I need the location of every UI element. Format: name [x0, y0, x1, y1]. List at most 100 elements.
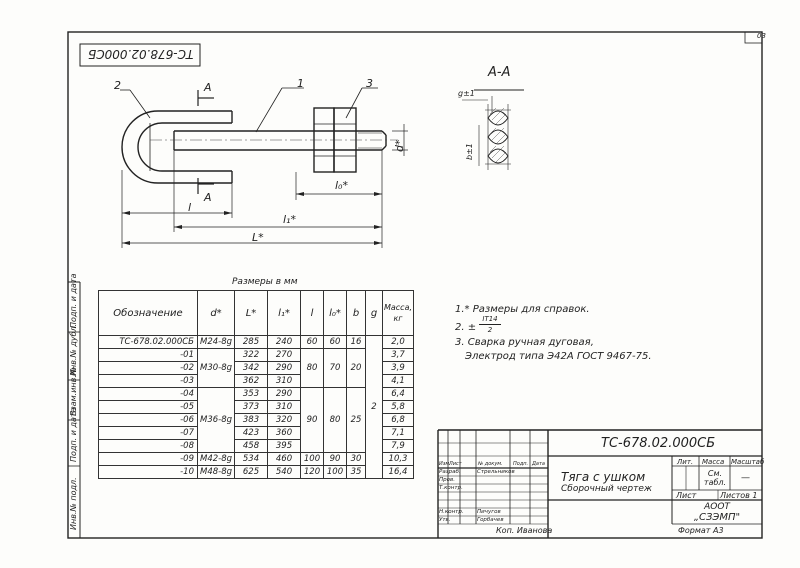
- cell-mass: 6,8: [382, 413, 414, 427]
- dim-d: d*: [393, 139, 406, 152]
- section-mark-bottom: А: [204, 191, 212, 204]
- strip-inv-podl: Инв.№ подл.: [69, 477, 78, 530]
- cell-L: 625: [234, 465, 268, 479]
- note-3: 3. Сварка ручная дуговая,: [455, 337, 594, 348]
- cell-designation: -02: [98, 361, 198, 375]
- cell-d: М42-8g: [197, 452, 235, 466]
- cell-l1: 290: [267, 361, 301, 375]
- cell-L: 362: [234, 374, 268, 388]
- cell-L: 373: [234, 400, 268, 414]
- cell-l1: 320: [267, 413, 301, 427]
- section-dim-g: g±1: [458, 89, 475, 98]
- mass-value: См. табл.: [703, 469, 727, 487]
- name-utv: Горбачев: [477, 517, 504, 523]
- cell-l: 60: [300, 335, 324, 349]
- cell-mass: 10,3: [382, 452, 414, 466]
- cell-L: 353: [234, 387, 268, 401]
- cell-designation: -09: [98, 452, 198, 466]
- th-l: l: [300, 290, 324, 336]
- cell-b: 25: [346, 387, 366, 453]
- cell-mass: 7,1: [382, 426, 414, 440]
- title-doc-type: Сборочный чертеж: [561, 484, 653, 494]
- th-g: g: [365, 290, 383, 336]
- sheets-label: Листов 1: [720, 491, 758, 500]
- cell-L: 342: [234, 361, 268, 375]
- th-L: L*: [234, 290, 268, 336]
- cell-b: 35: [346, 465, 366, 479]
- col-doc: № докум.: [478, 461, 503, 467]
- note-2-prefix: 2. ±: [455, 322, 477, 333]
- cell-l1: 270: [267, 348, 301, 362]
- name-razrab: Стрельников: [477, 469, 515, 475]
- spec-table: Обозначение d* L* l₁* l l₀* b g Масса, к…: [98, 290, 414, 479]
- org-line-2: „СЗЭМП": [693, 512, 741, 523]
- cell-designation: -07: [98, 426, 198, 440]
- copied-by: Коп. Иванова: [496, 526, 553, 535]
- table-row: ТС-678.02.000СБ М24-8g 285 240 60 60 16 …: [98, 335, 414, 479]
- cell-mass: 5,8: [382, 400, 414, 414]
- org-line-1: АООТ: [704, 502, 730, 512]
- dim-L: L*: [252, 231, 264, 244]
- table-row: -09 М42-8g 534 460 100 90 30 10,3: [98, 452, 414, 466]
- cell-l: 80: [300, 348, 324, 388]
- cell-l1: 360: [267, 426, 301, 440]
- cell-L: 322: [234, 348, 268, 362]
- cell-l0: 60: [323, 335, 347, 349]
- callout-2: 2: [114, 79, 121, 92]
- callout-3: 3: [366, 77, 373, 90]
- table-title: Размеры в мм: [232, 277, 298, 287]
- sheet-label: Лист: [676, 491, 697, 500]
- lit-label: Лит.: [677, 458, 694, 466]
- cell-designation: -08: [98, 439, 198, 453]
- cell-d: М36-8g: [197, 387, 235, 453]
- th-l1: l₁*: [267, 290, 301, 336]
- cell-d: М24-8g: [197, 335, 235, 349]
- scale-value: —: [741, 473, 750, 483]
- cell-mass: 3,7: [382, 348, 414, 362]
- cell-designation: -10: [98, 465, 198, 479]
- th-designation: Обозначение: [98, 290, 198, 336]
- cell-l0: 100: [323, 465, 347, 479]
- cell-b: 16: [346, 335, 366, 349]
- cell-mass: 2,0: [382, 335, 414, 349]
- dim-l: l: [188, 201, 192, 214]
- cell-mass: 3,9: [382, 361, 414, 375]
- cell-l0: 90: [323, 452, 347, 466]
- page-mark-box: [744, 31, 763, 44]
- title-code: ТС-678.02.000СБ: [601, 436, 716, 451]
- note-3b: Электрод типа Э42А ГОСТ 9467-75.: [465, 351, 652, 362]
- table-row: -02 342 290 3,9: [98, 361, 414, 375]
- frame-border: [67, 31, 763, 539]
- cell-g: 2: [365, 335, 383, 479]
- strip-inv-dubl: Инв.№ дубл.: [69, 323, 78, 376]
- cell-mass: 7,9: [382, 439, 414, 453]
- mass-label: Масса: [702, 458, 725, 466]
- rod-drawing: [121, 107, 387, 184]
- cell-mass: 16,4: [382, 465, 414, 479]
- cell-d: М30-8g: [197, 348, 235, 388]
- dim-l1: l₁*: [283, 213, 296, 226]
- col-date: Дата: [532, 461, 545, 467]
- cell-L: 285: [234, 335, 268, 349]
- cell-l: 120: [300, 465, 324, 479]
- cell-l0: 80: [323, 387, 347, 453]
- cell-designation: -04: [98, 387, 198, 401]
- section-view: [462, 89, 524, 170]
- table-row: -01 М30-8g 322 270 80 70 20 3,7: [98, 348, 414, 388]
- role-razrab: Разраб.: [439, 469, 461, 475]
- callout-1: 1: [297, 77, 304, 90]
- section-dim-b: b±1: [465, 143, 474, 160]
- role-prov: Пров.: [439, 477, 455, 483]
- cell-mass: 6,4: [382, 387, 414, 401]
- page-mark: 03: [757, 32, 766, 40]
- note-1: 1.* Размеры для справок.: [455, 304, 590, 315]
- col-list: Лист: [449, 461, 462, 467]
- cell-l1: 240: [267, 335, 301, 349]
- section-title: А-А: [488, 65, 511, 80]
- cell-designation: -06: [98, 413, 198, 427]
- col-podp: Подп.: [513, 461, 529, 467]
- scale-label: Масштаб: [731, 458, 765, 466]
- cell-designation: -05: [98, 400, 198, 414]
- note-2-frac-bottom: 2: [487, 326, 493, 334]
